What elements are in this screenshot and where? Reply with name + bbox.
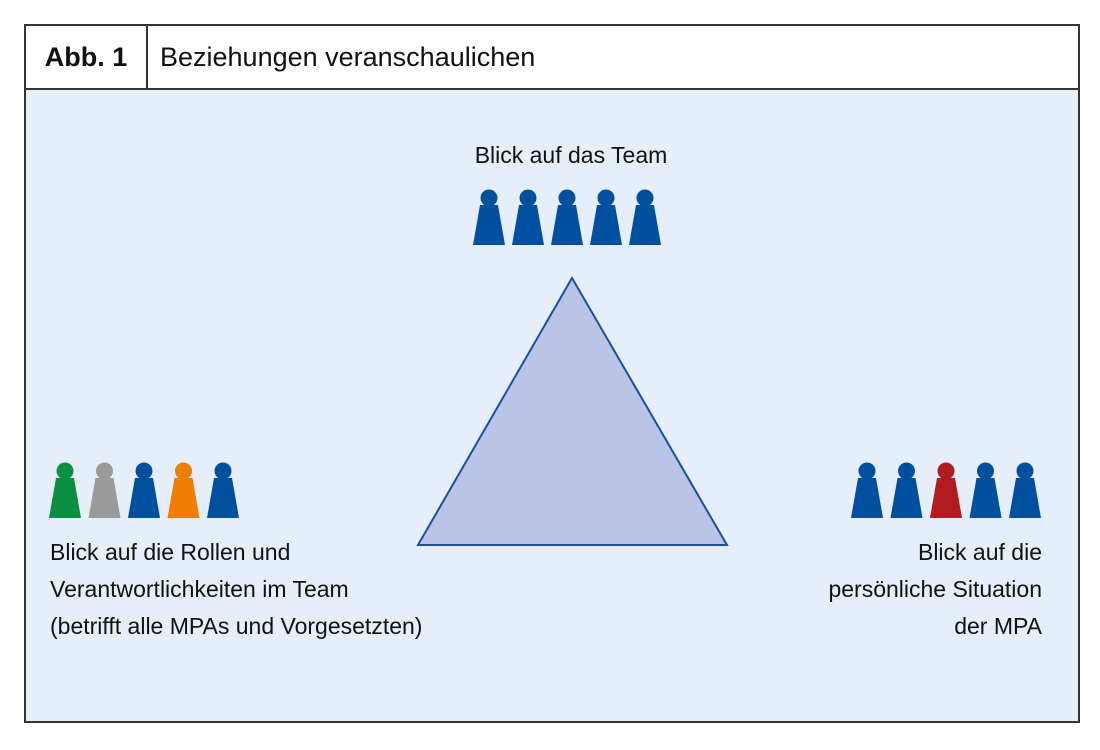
figure-number: Abb. 1 (26, 26, 148, 88)
right-label-line: Blick auf die (917, 539, 1042, 565)
person-icon (88, 462, 121, 518)
figure-header: Abb. 1 Beziehungen veranschaulichen (26, 26, 1078, 90)
person-icon (930, 462, 962, 518)
person-icon (590, 189, 622, 245)
person-icon (128, 462, 160, 518)
figure-panel: Abb. 1 Beziehungen veranschaulichen (24, 24, 1080, 723)
right-label: Blick auf die persönliche Situation der … (828, 534, 1042, 645)
left-label: Blick auf die Rollen und Verantwortlichk… (50, 534, 422, 645)
person-icon (890, 462, 923, 518)
person-icon (167, 462, 200, 518)
person-icon (512, 189, 544, 245)
person-icon (969, 462, 1002, 518)
person-icon (207, 462, 239, 518)
left-label-line: (betrifft alle MPAs und Vorgesetzten) (50, 613, 423, 639)
person-icon (49, 462, 81, 518)
person-icon (1009, 462, 1041, 518)
right-label-line: der MPA (954, 613, 1042, 639)
left-label-line: Blick auf die Rollen und (50, 539, 291, 565)
relationship-triangle (416, 276, 729, 546)
top-label: Blick auf das Team (474, 142, 668, 168)
left-label-line: Verantwortlichkeiten im Team (50, 576, 349, 602)
figure-title: Beziehungen veranschaulichen (160, 41, 536, 72)
right-label-line: persönliche Situation (828, 576, 1042, 602)
person-icon (629, 189, 661, 245)
person-icon (473, 189, 505, 245)
person-icon (851, 462, 883, 518)
person-icon (551, 189, 583, 245)
